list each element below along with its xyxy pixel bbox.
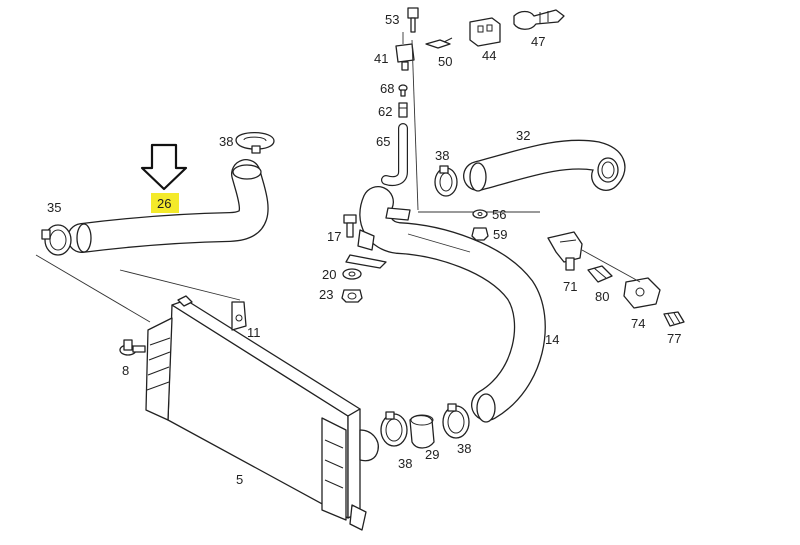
nut-59: [471, 227, 489, 241]
callout-38-top: 38: [219, 134, 233, 149]
bolt-17: [343, 214, 357, 238]
clamp-38-top: [235, 131, 275, 154]
seal-77: [663, 311, 685, 327]
callout-59: 59: [493, 227, 507, 242]
bolt-53: [407, 7, 419, 33]
bolt-8: [119, 339, 146, 356]
connector-44: [469, 17, 501, 47]
washer-20: [342, 268, 362, 280]
callout-20: 20: [322, 267, 336, 282]
callout-68: 68: [380, 81, 394, 96]
connector-50: [425, 37, 453, 49]
clamp-38-bottom-right: [442, 403, 470, 439]
boot-47: [513, 9, 565, 30]
callout-38-bottom-right: 38: [457, 441, 471, 456]
callout-41: 41: [374, 51, 388, 66]
clamp-38-right: [434, 165, 458, 197]
bracket-11: [231, 301, 247, 331]
callout-14: 14: [545, 332, 559, 347]
callout-62: 62: [378, 104, 392, 119]
callout-53: 53: [385, 12, 399, 27]
callout-50: 50: [438, 54, 452, 69]
washer-56: [472, 209, 488, 219]
callout-38-right: 38: [435, 148, 449, 163]
clamp-35: [41, 224, 72, 256]
intercooler-5: [145, 295, 379, 531]
callout-56: 56: [492, 207, 506, 222]
highlight-badge: [151, 193, 179, 213]
callout-23: 23: [319, 287, 333, 302]
sleeve-29: [409, 414, 435, 449]
callout-8: 8: [122, 363, 129, 378]
callout-32: 32: [516, 128, 530, 143]
callout-80: 80: [595, 289, 609, 304]
callout-65: 65: [376, 134, 390, 149]
callout-77: 77: [667, 331, 681, 346]
callout-29: 29: [425, 447, 439, 462]
hose-32: [463, 139, 626, 192]
bracket-assembly: [345, 207, 411, 269]
callout-35: 35: [47, 200, 61, 215]
sensor-41: [395, 43, 415, 71]
callout-71: 71: [563, 279, 577, 294]
callout-38-bottom-left: 38: [398, 456, 412, 471]
nut-23: [341, 289, 363, 303]
callout-47: 47: [531, 34, 545, 49]
clamp-38-bottom-left: [380, 411, 408, 447]
hose-14: [359, 186, 546, 423]
callout-26: 26: [157, 196, 171, 211]
fitting-62: [398, 102, 408, 118]
callout-5: 5: [236, 472, 243, 487]
callout-44: 44: [482, 48, 496, 63]
terminal-80: [587, 265, 613, 283]
fitting-68: [398, 84, 408, 97]
down-arrow-icon: [140, 143, 188, 191]
connector-74: [623, 277, 661, 309]
callout-74: 74: [631, 316, 645, 331]
sensor-71: [547, 231, 583, 271]
hose-26: [67, 159, 269, 253]
callout-17: 17: [327, 229, 341, 244]
callout-11: 11: [247, 325, 261, 340]
